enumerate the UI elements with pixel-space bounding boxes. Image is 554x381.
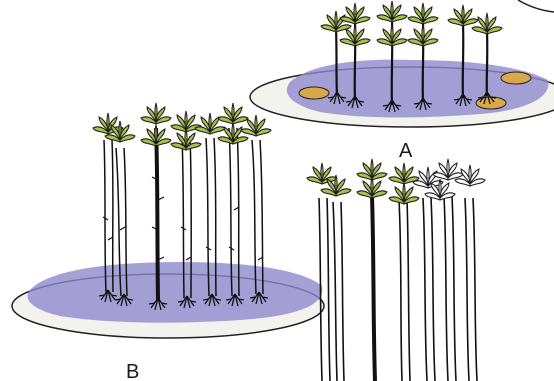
leaf-cluster <box>357 177 387 198</box>
stem <box>333 202 344 381</box>
leaf-cluster <box>408 25 438 46</box>
pellet <box>501 72 531 84</box>
pellet <box>299 87 329 99</box>
leaf-cluster <box>141 125 171 146</box>
stem <box>423 198 435 381</box>
stem <box>319 198 330 381</box>
panel-c <box>307 159 485 381</box>
water-b <box>28 262 323 323</box>
leaf-cluster <box>408 3 438 24</box>
leaf-cluster <box>377 1 407 22</box>
stem <box>156 128 158 300</box>
leaf-cluster <box>448 5 478 26</box>
leaf-cluster <box>389 183 419 204</box>
leaf-cluster <box>218 103 248 124</box>
leaf-cluster <box>321 175 351 196</box>
leaf-cluster <box>218 123 248 144</box>
stem <box>372 196 375 381</box>
water-a <box>287 60 549 118</box>
leaf-cluster <box>357 159 387 180</box>
leaf-cluster <box>377 25 407 46</box>
partial-dish-edge <box>518 0 554 12</box>
stem <box>399 200 410 381</box>
leaf-cluster <box>340 3 370 24</box>
leaf-cluster-white <box>433 159 463 180</box>
leaf-cluster <box>141 103 171 124</box>
leaf-cluster <box>171 129 201 150</box>
leaf-cluster <box>195 113 225 134</box>
leaf-cluster <box>307 163 337 184</box>
stem <box>336 28 337 95</box>
stem <box>465 198 477 381</box>
panel-b: B <box>12 103 324 381</box>
stem <box>487 32 488 96</box>
stem <box>444 196 456 381</box>
stem <box>463 24 464 98</box>
leaf-cluster <box>472 13 502 34</box>
label-a: A <box>399 140 413 162</box>
label-b: B <box>126 361 139 381</box>
panel-a: A <box>250 0 554 162</box>
